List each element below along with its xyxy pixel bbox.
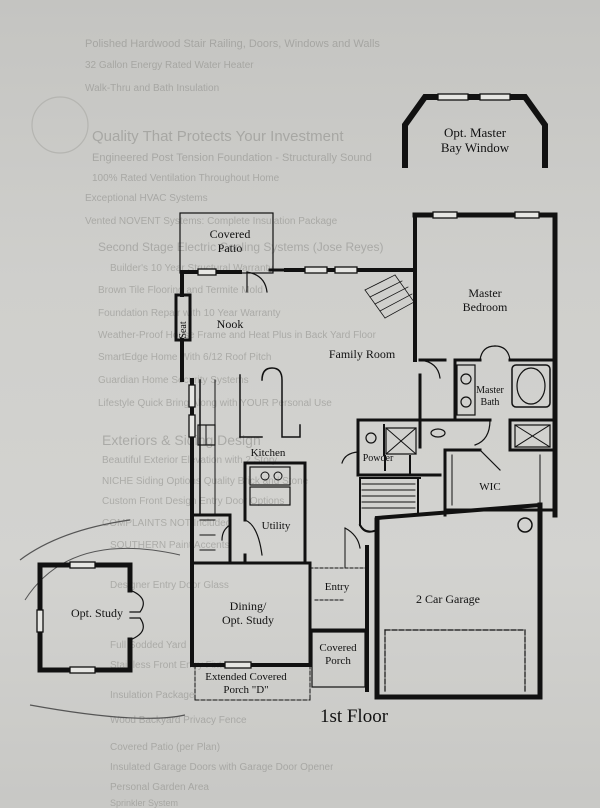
- arc-stroke: [24, 547, 181, 601]
- background-text-line: Exteriors & Siding Design: [102, 432, 261, 448]
- two-car-garage-label: 2 Car Garage: [416, 592, 480, 606]
- entry-label: Entry: [325, 581, 350, 593]
- background-text-line: Guardian Home Security Systems: [98, 375, 249, 386]
- wic-label: WIC: [479, 481, 500, 493]
- wall-layer: [36, 93, 558, 701]
- background-text-line: COMPLAINTS NOT Included: [102, 518, 232, 529]
- background-text-line: Personal Garden Area: [110, 782, 209, 793]
- background-text-line: Exceptional HVAC Systems: [85, 193, 208, 204]
- background-text-line: Insulation Package: [110, 690, 195, 701]
- background-text-line: 100% Rated Ventilation Throughout Home: [92, 173, 280, 184]
- background-text-line: Second Stage Electric Cooling Systems (J…: [98, 240, 384, 254]
- background-text-line: Covered Patio (per Plan): [110, 742, 221, 753]
- arc-stroke: [19, 519, 131, 561]
- background-text-line: Full Sodded Yard: [110, 640, 187, 651]
- background-text-line: Designer Entry Door Glass: [110, 580, 229, 591]
- dining-opt-study-label: Dining/Opt. Study: [222, 599, 274, 627]
- background-text-line: Engineered Post Tension Foundation - Str…: [92, 152, 372, 164]
- background-text-line: SmartEdge Home With 6/12 Roof Pitch: [98, 352, 272, 363]
- background-text-line: NICHE Siding Options Quality Brick and S…: [102, 476, 309, 487]
- background-text-line: Insulated Garage Doors with Garage Door …: [110, 762, 334, 773]
- arc-stroke: [29, 704, 186, 719]
- background-text-line: 32 Gallon Energy Rated Water Heater: [85, 60, 254, 71]
- powder-label: Powder: [363, 453, 394, 464]
- utility-label: Utility: [262, 520, 291, 532]
- background-text-line: Polished Hardwood Stair Railing, Doors, …: [85, 38, 380, 50]
- family-room-label: Family Room: [329, 347, 396, 361]
- opt-study-label: Opt. Study: [71, 606, 123, 620]
- seat-label: Seat: [178, 321, 189, 338]
- background-text-line: Beautiful Exterior Elevation with 2 Stor…: [102, 455, 278, 466]
- floor-title: 1st Floor: [320, 706, 389, 727]
- kitchen-label: Kitchen: [251, 447, 286, 459]
- background-text-line: SOUTHERN Paint Accents: [110, 540, 230, 551]
- background-text-line: Quality That Protects Your Investment: [92, 128, 344, 145]
- background-text-line: Builder's 10 Year Structural Warranty: [110, 263, 274, 274]
- background-text-line: Stainless Front Entry Fixtures: [110, 660, 242, 671]
- background-text-line: Wood Backyard Privacy Fence: [110, 715, 247, 726]
- background-text-line: Vented NOVENT Systems: Complete Insulati…: [85, 216, 338, 227]
- page-imprint-circle: [31, 96, 89, 154]
- nook-label: Nook: [217, 317, 244, 331]
- background-text-line: Walk-Thru and Bath Insulation: [85, 83, 220, 94]
- background-text-line: Weather-Proof House Frame and Heat Plus …: [98, 330, 376, 341]
